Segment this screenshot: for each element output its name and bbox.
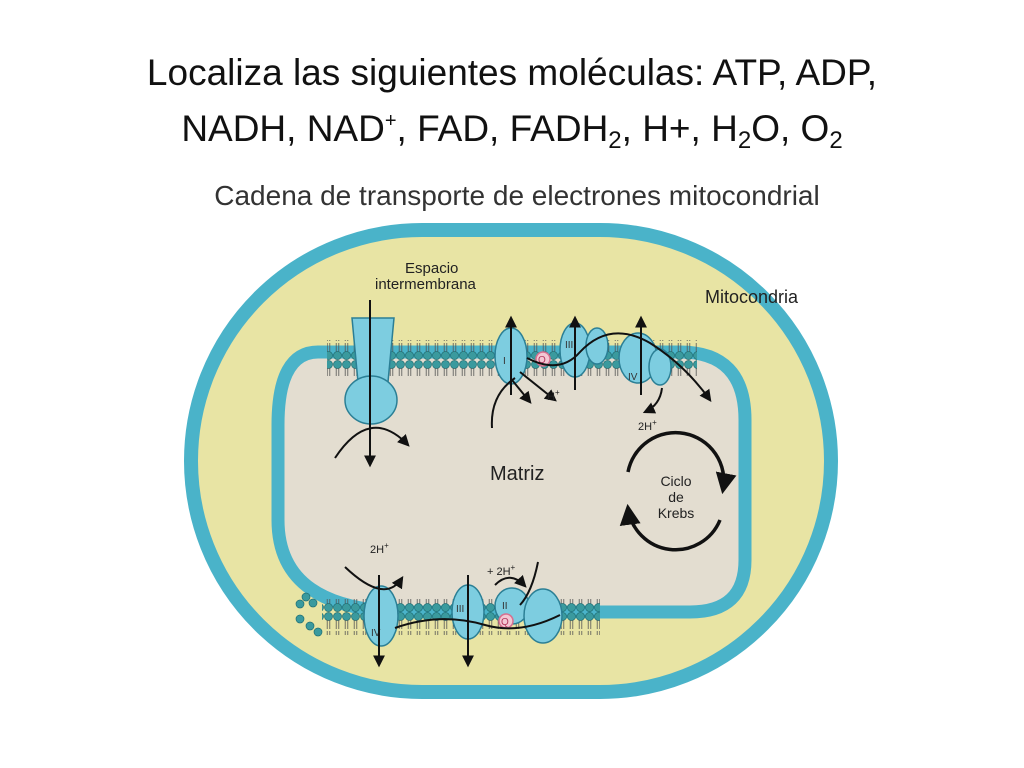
complex-i-label: I [503, 356, 506, 367]
diagram-heading: Cadena de transporte de electrones mitoc… [214, 180, 819, 211]
complex-iv-bottom: IV [363, 585, 399, 647]
krebs-label: Krebs [658, 505, 695, 521]
h-plus-label-top: H+ [547, 388, 560, 403]
complex-ii-label-bottom: II [502, 601, 508, 612]
quinone-label-top: Q [538, 355, 546, 366]
two-h-plus-label-bottom-left: 2H+ [370, 541, 389, 556]
de-label: de [668, 489, 684, 505]
slide-title: Localiza las siguientes moléculas: ATP, … [0, 48, 1024, 165]
title-subscript-2b: 2 [737, 127, 752, 154]
ciclo-label: Ciclo [660, 473, 691, 489]
complex-iv-top: IV [618, 332, 672, 386]
title-o: O, O [751, 108, 830, 149]
complex-iv-label-bottom: IV [371, 628, 381, 639]
title-subscript-2c: 2 [829, 127, 843, 154]
two-h-plus-label-top: 2H+ [638, 418, 657, 433]
matriz-label: Matriz [490, 463, 544, 485]
quinone-label-bottom: Q [501, 617, 509, 628]
complex-iii-label: III [565, 340, 573, 351]
title-subscript-2a: 2 [608, 127, 622, 154]
complex-iii-label-bottom: III [456, 604, 464, 615]
two-h-plus-label-bottom-mid: + 2H+ [487, 563, 516, 578]
flow-arrows [334, 332, 712, 630]
title-h: , H+, H [621, 108, 738, 149]
espacio-label: Espacio [405, 260, 458, 277]
proton-arrows [364, 300, 647, 668]
mitocondria-label: Mitocondria [705, 287, 799, 307]
krebs-cycle-arrows [619, 430, 737, 552]
complex-i-bottom [523, 588, 563, 644]
title-nadh: NADH, NAD [181, 108, 385, 149]
title-fad: , FAD, FADH [396, 108, 609, 149]
complex-iv-label: IV [628, 372, 638, 383]
lipid-bilayer-bottom-curve [295, 592, 323, 637]
title-line-2: NADH, NAD+, FAD, FADH2, H+, H2O, O2 [181, 108, 842, 154]
title-superscript-plus: + [384, 110, 397, 132]
title-line-1: Localiza las siguientes moléculas: ATP, … [146, 52, 878, 93]
quinone-bottom: Q [498, 613, 514, 629]
intermembrana-label: intermembrana [375, 276, 477, 293]
